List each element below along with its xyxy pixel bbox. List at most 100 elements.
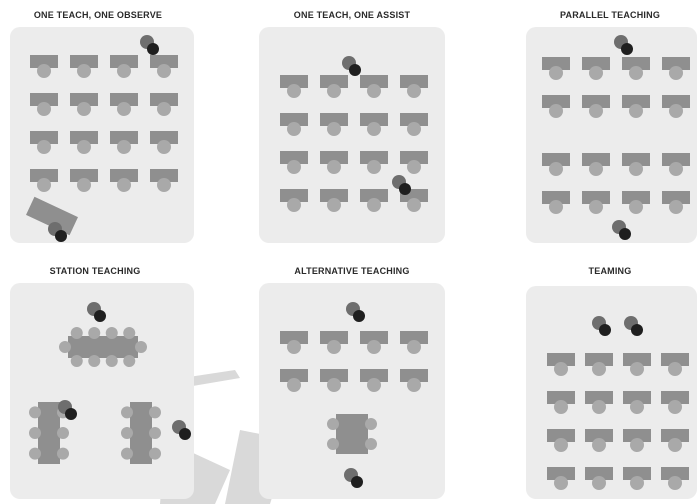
- student-desk: [110, 131, 138, 154]
- desk-top: [662, 191, 690, 204]
- student-desk: [623, 391, 651, 414]
- desk-top: [623, 429, 651, 442]
- desk-top: [547, 391, 575, 404]
- student-chair: [630, 438, 644, 452]
- student-chair: [157, 178, 171, 192]
- student-desk: [280, 151, 308, 174]
- desk-top: [661, 391, 689, 404]
- student-desk: [623, 467, 651, 490]
- chair: [105, 327, 118, 339]
- desk-top: [30, 131, 58, 144]
- student-desk: [360, 331, 388, 354]
- teacher-figure: [624, 316, 643, 336]
- teacher-head: [94, 310, 106, 322]
- chair: [29, 406, 41, 419]
- student-chair: [589, 162, 603, 176]
- desk-top: [547, 429, 575, 442]
- desk-top: [320, 369, 348, 382]
- table-top: [130, 402, 152, 464]
- desk-top: [110, 93, 138, 106]
- student-desk: [360, 369, 388, 392]
- student-desk: [280, 331, 308, 354]
- desk-top: [623, 391, 651, 404]
- student-chair: [117, 102, 131, 116]
- group-table: [121, 402, 161, 464]
- student-desk: [547, 467, 575, 490]
- student-chair: [629, 104, 643, 118]
- student-chair: [37, 102, 51, 116]
- student-chair: [630, 362, 644, 376]
- table-top: [38, 402, 60, 464]
- desk-top: [150, 55, 178, 68]
- student-desk: [320, 189, 348, 212]
- desk-top: [661, 467, 689, 480]
- student-chair: [77, 140, 91, 154]
- chair: [70, 327, 83, 339]
- panel-title-one-teach-one-assist: ONE TEACH, ONE ASSIST: [293, 10, 411, 20]
- desk-top: [110, 55, 138, 68]
- desk-top: [585, 353, 613, 366]
- student-chair: [157, 140, 171, 154]
- teacher-head: [55, 230, 67, 242]
- desk-top: [280, 151, 308, 164]
- teacher-head: [351, 476, 363, 488]
- desk-top: [400, 113, 428, 126]
- student-desk: [542, 57, 570, 80]
- student-chair: [367, 160, 381, 174]
- desk-top: [542, 191, 570, 204]
- chair: [29, 447, 41, 460]
- student-chair: [630, 400, 644, 414]
- student-desk: [400, 331, 428, 354]
- room-one-teach-one-observe: [10, 27, 194, 243]
- room-station-teaching: [10, 283, 194, 499]
- desk-top: [585, 391, 613, 404]
- desk-top: [110, 131, 138, 144]
- student-desk: [585, 391, 613, 414]
- desk-top: [280, 189, 308, 202]
- student-chair: [287, 84, 301, 98]
- room-floor: [10, 27, 194, 243]
- student-desk: [320, 151, 348, 174]
- group-table: [29, 402, 69, 464]
- room-alternative-teaching: [259, 283, 445, 499]
- student-chair: [407, 84, 421, 98]
- student-desk: [662, 95, 690, 118]
- student-chair: [327, 340, 341, 354]
- table-top: [68, 336, 138, 358]
- student-desk: [582, 57, 610, 80]
- desk-top: [542, 153, 570, 166]
- student-chair: [668, 476, 682, 490]
- student-chair: [407, 122, 421, 136]
- student-chair: [554, 476, 568, 490]
- student-desk: [622, 153, 650, 176]
- student-desk: [400, 113, 428, 136]
- desk-top: [360, 331, 388, 344]
- student-desk: [360, 75, 388, 98]
- student-chair: [117, 178, 131, 192]
- desk-top: [280, 75, 308, 88]
- desk-top: [110, 169, 138, 182]
- student-desk: [320, 369, 348, 392]
- teacher-head: [147, 43, 159, 55]
- student-chair: [592, 400, 606, 414]
- student-desk: [70, 169, 98, 192]
- student-desk: [360, 189, 388, 212]
- student-desk: [150, 169, 178, 192]
- student-desk: [360, 113, 388, 136]
- student-chair: [367, 84, 381, 98]
- teacher-figure: [592, 316, 611, 336]
- desk-top: [30, 55, 58, 68]
- student-desk: [661, 429, 689, 452]
- student-chair: [77, 178, 91, 192]
- student-chair: [629, 66, 643, 80]
- student-chair: [287, 340, 301, 354]
- chair: [365, 418, 377, 430]
- desk-top: [320, 189, 348, 202]
- student-desk: [400, 75, 428, 98]
- desk-top: [582, 153, 610, 166]
- student-desk: [547, 429, 575, 452]
- desk-top: [547, 353, 575, 366]
- chair: [327, 418, 339, 430]
- student-chair: [669, 104, 683, 118]
- desk-top: [150, 93, 178, 106]
